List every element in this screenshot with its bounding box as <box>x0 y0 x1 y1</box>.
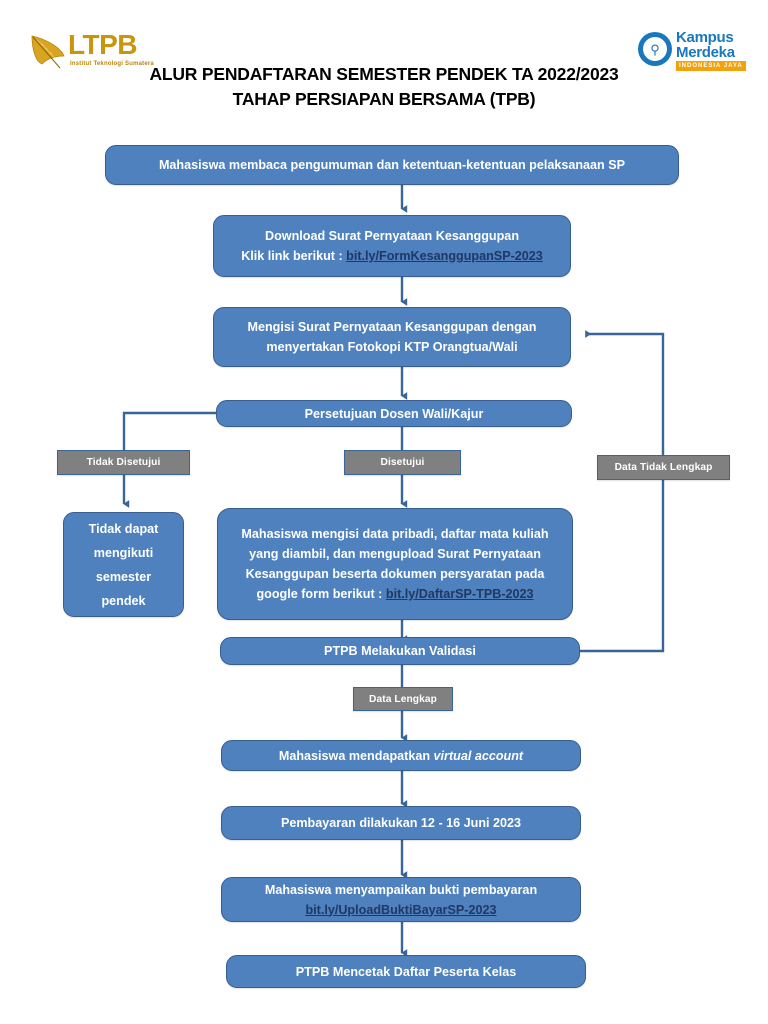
edge-feedback-n7-n3 <box>580 330 665 653</box>
tut-wuri-handayani-icon: ⚲ <box>638 32 672 66</box>
link-form-kesanggupan[interactable]: bit.ly/FormKesanggupanSP-2023 <box>346 249 543 263</box>
link-upload-bukti-bayar[interactable]: bit.ly/UploadBuktiBayarSP-2023 <box>305 902 497 917</box>
flow-node-line2: menyertakan Fotokopi KTP Orangtua/Wali <box>266 340 518 354</box>
flow-node-line3: Kesanggupan beserta dokumen persyaratan … <box>245 567 545 581</box>
flow-node-line2: bit.ly/UploadBuktiBayarSP-2023 <box>232 900 570 920</box>
page-title-line1: ALUR PENDAFTARAN SEMESTER PENDEK TA 2022… <box>149 64 619 84</box>
flow-node-mahasiswa-mendapatkan-virtual-account[interactable]: Mahasiswa mendapatkan virtual account <box>221 740 581 771</box>
edge-label-data-lengkap: Data Lengkap <box>353 687 453 711</box>
flow-node-download-surat-pernyataan[interactable]: Download Surat Pernyataan Kesanggupan Kl… <box>213 215 571 277</box>
page-title-line2: TAHAP PERSIAPAN BERSAMA (TPB) <box>232 89 536 109</box>
flow-node-text: Mahasiswa membaca pengumuman dan ketentu… <box>158 158 626 172</box>
flow-node-mahasiswa-mengisi-data-pribadi[interactable]: Mahasiswa mengisi data pribadi, daftar m… <box>217 508 573 620</box>
link-daftar-sp-tpb[interactable]: bit.ly/DaftarSP-TPB-2023 <box>385 587 534 601</box>
flow-node-ptpb-melakukan-validasi[interactable]: PTPB Melakukan Validasi <box>220 637 580 665</box>
flow-node-text-italic: virtual account <box>433 748 524 763</box>
edge-label-text: Disetujui <box>380 457 425 468</box>
flow-node-text: Mahasiswa mendapatkan virtual account <box>232 746 570 766</box>
edge-label-text: Tidak Disetujui <box>86 457 161 468</box>
flow-node-line2-prefix: Klik link berikut : <box>241 249 347 263</box>
edge-label-text: Data Tidak Lengkap <box>614 462 713 473</box>
ltpb-logo-subtitle: Institut Teknologi Sumatera <box>70 61 154 67</box>
flow-node-text: PTPB Mencetak Daftar Peserta Kelas <box>295 964 517 979</box>
flow-node-text: PTPB Melakukan Validasi <box>324 644 476 658</box>
flow-node-mahasiswa-menyampaikan-bukti-pembayaran[interactable]: Mahasiswa menyampaikan bukti pembayaran … <box>221 877 581 922</box>
flow-node-line2: mengikuti <box>93 545 154 560</box>
flow-node-line4-prefix: google form berikut : <box>256 587 386 601</box>
flow-node-ptpb-mencetak-daftar-peserta[interactable]: PTPB Mencetak Daftar Peserta Kelas <box>226 955 586 988</box>
edge-label-disetujui: Disetujui <box>344 450 461 475</box>
flow-node-line1: Mengisi Surat Pernyataan Kesanggupan den… <box>247 320 537 334</box>
flow-node-text: Pembayaran dilakukan 12 - 16 Juni 2023 <box>280 816 522 830</box>
page-header: LTPB Institut Teknologi Sumatera ⚲ Kampu… <box>0 0 768 120</box>
flow-node-mahasiswa-membaca-pengumuman[interactable]: Mahasiswa membaca pengumuman dan ketentu… <box>105 145 679 185</box>
ltpb-logo-wordmark: LTPB <box>68 29 138 60</box>
flow-node-line2: Klik link berikut : bit.ly/FormKesanggup… <box>224 246 560 266</box>
ltpb-logo: LTPB Institut Teknologi Sumatera <box>26 30 176 78</box>
flow-node-line1: Mahasiswa menyampaikan bukti pembayaran <box>264 882 538 897</box>
flow-node-mengisi-surat-pernyataan[interactable]: Mengisi Surat Pernyataan Kesanggupan den… <box>213 307 571 367</box>
flow-node-line2: yang diambil, dan mengupload Surat Perny… <box>249 547 541 561</box>
page-title: ALUR PENDAFTARAN SEMESTER PENDEK TA 2022… <box>0 62 768 112</box>
flow-node-tidak-dapat-mengikuti[interactable]: Tidak dapat mengikuti semester pendek <box>63 512 184 617</box>
flow-node-line1: Tidak dapat <box>88 521 159 536</box>
flow-node-line1: Download Surat Pernyataan Kesanggupan <box>264 229 520 243</box>
kampus-merdeka-line2: Merdeka <box>676 44 735 61</box>
flow-node-line4: pendek <box>101 593 146 608</box>
edge-n4-left <box>122 411 216 450</box>
flow-node-line4: google form berikut : bit.ly/DaftarSP-TP… <box>228 584 562 604</box>
flow-node-pembayaran-dilakukan[interactable]: Pembayaran dilakukan 12 - 16 Juni 2023 <box>221 806 581 840</box>
kampus-merdeka-band: INDONESIA JAYA <box>676 61 746 71</box>
kampus-merdeka-line1: Kampus <box>676 29 734 46</box>
itera-leaf-icon <box>31 35 65 69</box>
flow-node-persetujuan-dosen-wali[interactable]: Persetujuan Dosen Wali/Kajur <box>216 400 572 427</box>
flow-node-line3: semester <box>95 569 152 584</box>
flow-node-line1: Mahasiswa mengisi data pribadi, daftar m… <box>241 527 549 541</box>
edge-label-text: Data Lengkap <box>368 693 437 705</box>
flow-node-text: Persetujuan Dosen Wali/Kajur <box>304 406 484 421</box>
kampus-merdeka-logo: ⚲ Kampus Merdeka INDONESIA JAYA <box>638 28 758 74</box>
edge-label-data-tidak-lengkap: Data Tidak Lengkap <box>597 455 730 480</box>
flow-node-text-prefix: Mahasiswa mendapatkan <box>278 748 434 763</box>
edge-label-tidak-disetujui: Tidak Disetujui <box>57 450 190 475</box>
